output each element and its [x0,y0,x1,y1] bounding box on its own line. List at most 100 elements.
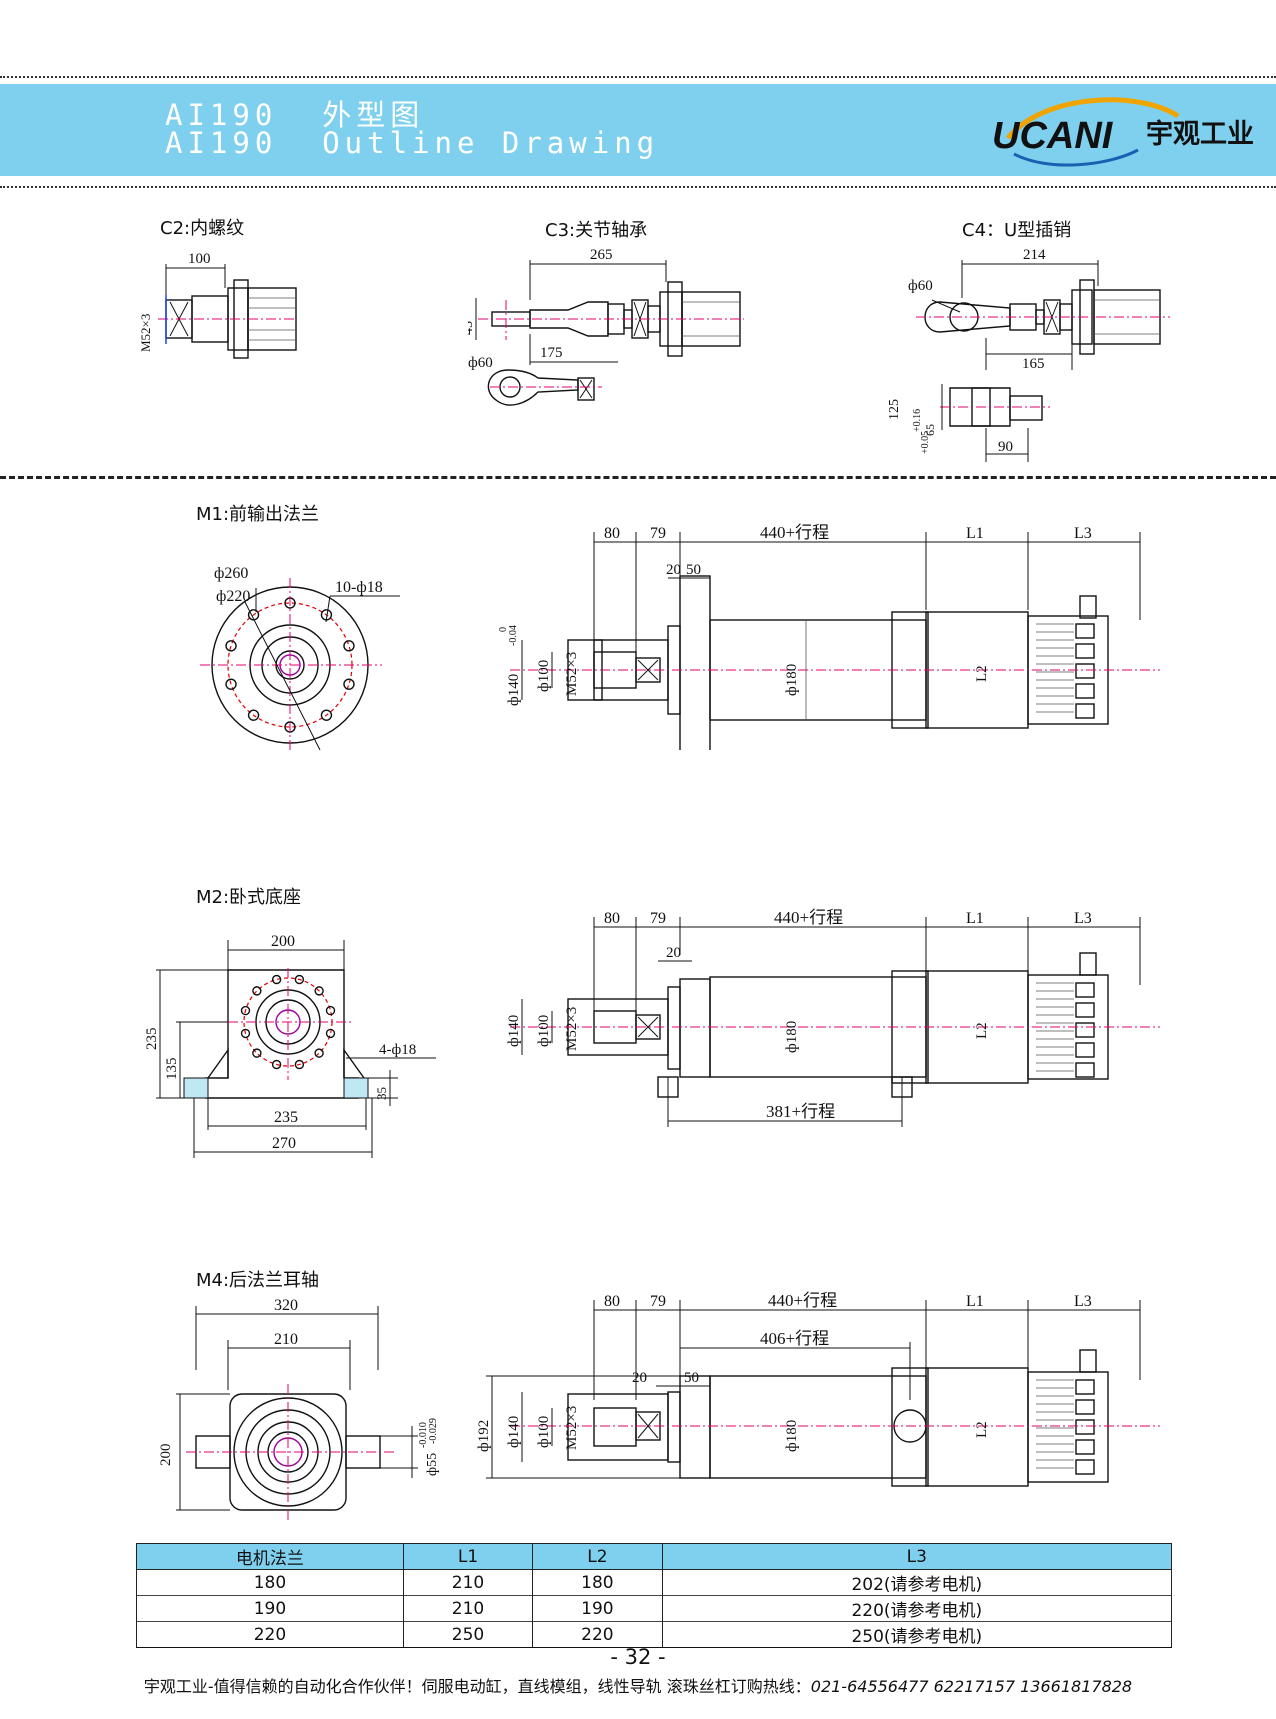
m1-dim-80: 80 [604,525,620,542]
company-name: 宇观工业 [1146,119,1254,150]
m1-dim-l2: L2 [974,665,990,682]
bolt-hole [343,678,355,690]
m4-dim-79: 79 [650,1293,666,1310]
footer-text: 宇观工业-值得信赖的自动化合作伙伴！伺服电动缸，直线模组，线性导轨 滚珠丝杠订购… [0,1673,1276,1697]
ucani-logo: UCANI 宇观工业 [992,97,1254,167]
m2-dim-d180: ф180 [784,1021,800,1053]
footer-slogan: 宇观工业-值得信赖的自动化合作伙伴！伺服电动缸，直线模组，线性导轨 滚珠丝杠订购… [143,1677,811,1696]
m2-side-view: 80 79 440+行程 L1 L3 20 381+行程 ф140 ф100 M… [506,908,1160,1127]
table-row: 180 210 180 202(请参考电机) [136,1569,1173,1596]
m1-dim-20: 20 [666,562,681,578]
c2-drawing: 100 M52×3 [138,251,297,359]
bolt-hole [271,974,282,985]
header-l2: L2 [532,1543,663,1570]
table-cell: 210 [402,1595,534,1622]
motor-connector-fin [1075,1419,1095,1435]
bolt-hole [325,1028,336,1039]
header-l3: L3 [661,1543,1173,1570]
bolt-hole [314,1048,324,1058]
m4-dim-d140: ф140 [506,1416,522,1448]
caption-m1: M1:前输出法兰 [196,504,320,525]
table-cell: 220 [136,1621,404,1648]
m4-dim-d100: ф100 [536,1416,552,1448]
c3-dim-dia: ф60 [468,355,493,371]
bolt-hole [320,709,333,721]
bolt-hole [225,678,237,690]
m4-dim-d192: ф192 [476,1420,492,1452]
c4-dim-w: 90 [998,439,1013,455]
c4-dim-h: 125 [887,399,902,420]
caption-c4: C4：U型插销 [962,220,1072,241]
table-cell: 190 [532,1595,663,1622]
m4-dim-20: 20 [632,1370,647,1386]
m1-dim-l1: L1 [966,525,984,542]
m1-dim-d220: ф220 [216,588,250,605]
m2-dim-l2: L2 [974,1022,990,1039]
m4-dim-d180: ф180 [784,1420,800,1452]
motor-connector-fin [1075,703,1095,719]
m1-dim-stroke: 440+行程 [760,523,829,542]
table-cell: 220(请参考电机) [661,1595,1173,1622]
c4-dim-tol-lo: +0.05 [920,431,931,454]
m4-dim-l2: L2 [974,1421,990,1438]
header-bottom-dotted-rule [0,186,1276,188]
caption-c3: C3:关节轴承 [545,220,648,241]
bolt-hole [314,986,324,996]
bolt-hole [252,986,262,996]
table-cell: 250 [402,1621,534,1648]
bolt-hole [294,974,305,985]
bolt-hole [252,1048,262,1058]
c2-dim-thread: M52×3 [138,314,153,352]
c4-dim-tol-up: +0.16 [912,409,923,432]
m4-dim-210: 210 [274,1331,298,1348]
logo-text: UCANI [992,115,1114,157]
m2-dim-l1: L1 [966,910,984,927]
footer-hotline: 021-64556477 62217157 13661817828 [810,1677,1133,1696]
table-cell: 180 [532,1569,663,1596]
m4-dim-320: 320 [274,1297,298,1314]
bolt-hole [225,640,237,652]
m1-dim-holes: 10-ф18 [335,579,383,596]
m4-dim-tol-up: -0.010 [418,1422,429,1448]
header-banner: AI190 外型图 AI190 Outline Drawing [0,84,1276,176]
m2-dim-235w: 235 [274,1109,298,1126]
m2-dim-235h: 235 [144,1028,160,1051]
table-cell: 180 [136,1569,404,1596]
motor-connector-fin [1075,1062,1095,1078]
m1-dim-thread: M52×3 [564,652,580,696]
m4-dim-tol-lo: -0.029 [428,1418,439,1444]
m2-front-view: 200 235 135 4-ф18 35 235 270 [144,933,436,1158]
m1-side-view: 80 79 440+行程 L1 L3 20 50 ф140 0 -0.04 ф1… [498,523,1160,750]
bolt-hole [247,709,260,721]
bolt-hole [271,1059,282,1070]
bolt-hole [294,1059,305,1070]
m2-dim-stroke: 440+行程 [774,908,843,927]
motor-connector-fin [1075,1042,1095,1058]
m4-dim-pin: ф55 [425,1453,440,1476]
table-cell: 210 [402,1569,534,1596]
m4-dim-l3: L3 [1074,1293,1092,1310]
header-motor-flange: 电机法兰 [136,1543,404,1570]
m2-dim-d140: ф140 [506,1015,522,1047]
m1-dim-d180: ф180 [784,664,800,696]
motor-connector-fin [1075,1022,1095,1038]
title-cn: AI190 外型图 [165,98,425,132]
caption-m4: M4:后法兰耳轴 [196,1270,320,1291]
table-row: 190 210 190 220(请参考电机) [136,1595,1173,1622]
table-cell: 202(请参考电机) [661,1569,1173,1596]
caption-m2: M2:卧式底座 [196,887,302,908]
title-en: AI190 Outline Drawing [165,126,660,160]
m1-dim-tol-up: 0 [498,627,509,632]
m2-dim-200: 200 [271,933,295,950]
c4-drawing: 214 ф60 165 125 65 +0.16 +0.05 90 [887,247,1170,462]
c3-dim-len2: 175 [540,345,563,361]
m4-dim-80: 80 [604,1293,620,1310]
m2-dim-80: 80 [604,910,620,927]
m4-dim-pivot: 406+行程 [760,1329,829,1348]
bolt-hole [240,1028,251,1039]
table-cell: 190 [136,1595,404,1622]
caption-c2: C2:内螺纹 [160,218,245,239]
m1-dim-d100: ф100 [536,660,552,692]
m2-dim-20: 20 [666,945,681,961]
m2-dim-35: 35 [374,1087,389,1100]
